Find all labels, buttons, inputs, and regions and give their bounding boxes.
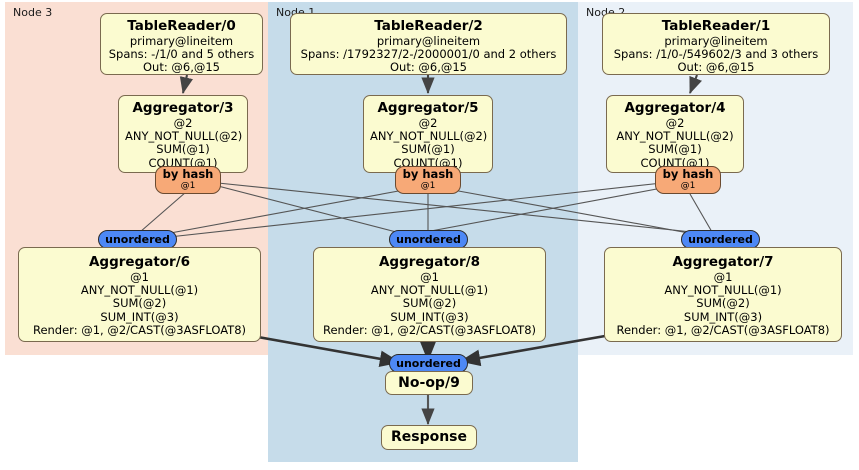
aggregator-7-title: Aggregator/7 bbox=[672, 254, 774, 270]
edge-byhash0-unordered2 bbox=[217, 182, 693, 233]
aggregator-4-group: @2 bbox=[665, 116, 685, 130]
aggregator-6-agg-0: ANY_NOT_NULL(@1) bbox=[80, 283, 199, 298]
aggregator-3-agg-2: COUNT(@1) bbox=[148, 155, 218, 170]
aggregator-7-agg-2: SUM_INT(@3) bbox=[683, 309, 763, 324]
response-node[interactable]: Response bbox=[381, 425, 477, 450]
aggregator-6-agg-1: SUM(@2) bbox=[112, 296, 167, 311]
aggregator-3[interactable]: Aggregator/3 @2 ANY_NOT_NULL(@2) SUM(@1)… bbox=[118, 95, 248, 173]
by-hash-right-label: by hash bbox=[662, 167, 714, 181]
aggregator-7-agg-0: ANY_NOT_NULL(@1) bbox=[664, 283, 782, 298]
aggregator-8-agg-1: SUM(@2) bbox=[402, 296, 457, 311]
aggregator-8-agg-2: SUM_INT(@3) bbox=[390, 309, 469, 324]
edge-byhash1-unordered2 bbox=[452, 189, 695, 235]
aggregator-8[interactable]: Aggregator/8 @1 ANY_NOT_NULL(@1) SUM(@2)… bbox=[313, 247, 546, 342]
aggregator-8-render: Render: @1, @2/CAST(@3ASFLOAT8) bbox=[322, 322, 537, 337]
edge-agg7-final bbox=[459, 330, 629, 367]
edge-byhash2-unordered1 bbox=[403, 187, 663, 237]
by-hash-left-column: @1 bbox=[180, 181, 196, 191]
aggregator-8-title: Aggregator/8 bbox=[378, 254, 481, 270]
aggregator-7-agg-1: SUM(@2) bbox=[696, 296, 750, 311]
aggregator-5-title: Aggregator/5 bbox=[377, 100, 479, 116]
table-reader-2-title: TableReader/2 bbox=[374, 18, 483, 34]
table-reader-2[interactable]: TableReader/2 primary@lineitem Spans: /1… bbox=[290, 13, 567, 75]
unordered-pill-final-label: unordered bbox=[396, 357, 461, 370]
aggregator-7[interactable]: Aggregator/7 @1 ANY_NOT_NULL(@1) SUM(@2)… bbox=[604, 247, 842, 342]
table-reader-2-table: primary@lineitem bbox=[376, 34, 481, 48]
aggregator-8-agg-0: ANY_NOT_NULL(@1) bbox=[370, 283, 489, 298]
edge-byhash0-unordered1 bbox=[217, 185, 401, 234]
aggregator-6-group: @1 bbox=[130, 270, 149, 284]
edge-byhash1-unordered0 bbox=[164, 189, 405, 235]
by-hash-node-left[interactable]: by hash @1 bbox=[155, 166, 221, 194]
aggregator-7-group: @1 bbox=[713, 270, 733, 284]
table-reader-0-out: Out: @6,@15 bbox=[143, 60, 220, 75]
unordered-pill-center[interactable]: unordered bbox=[389, 230, 468, 249]
aggregator-3-title: Aggregator/3 bbox=[132, 100, 234, 116]
aggregator-5[interactable]: Aggregator/5 @2 ANY_NOT_NULL(@2) SUM(@1)… bbox=[363, 95, 493, 173]
aggregator-5-agg-1: SUM(@1) bbox=[401, 142, 455, 157]
by-hash-center-label: by hash bbox=[402, 167, 454, 181]
node-panel-label-node3: Node 3 bbox=[13, 6, 53, 19]
aggregator-4[interactable]: Aggregator/4 @2 ANY_NOT_NULL(@2) SUM(@1)… bbox=[606, 95, 744, 173]
aggregator-3-agg-0: ANY_NOT_NULL(@2) bbox=[125, 129, 243, 144]
table-reader-1-table: primary@lineitem bbox=[664, 34, 768, 48]
aggregator-4-agg-2: COUNT(@1) bbox=[640, 155, 710, 170]
aggregator-6-agg-2: SUM_INT(@3) bbox=[100, 309, 179, 324]
by-hash-left-label: by hash bbox=[162, 167, 214, 181]
aggregator-3-agg-1: SUM(@1) bbox=[156, 142, 210, 157]
aggregator-4-agg-0: ANY_NOT_NULL(@2) bbox=[616, 129, 734, 144]
edge-byhash0-unordered0 bbox=[139, 191, 187, 233]
table-reader-1[interactable]: TableReader/1 primary@lineitem Spans: /1… bbox=[602, 13, 830, 75]
aggregator-5-group: @2 bbox=[418, 116, 438, 130]
unordered-pill-final[interactable]: unordered bbox=[389, 354, 468, 373]
table-reader-1-spans: Spans: /1/0-/549602/3 and 3 others bbox=[613, 47, 819, 62]
by-hash-node-center[interactable]: by hash @1 bbox=[395, 166, 461, 194]
by-hash-right-column: @1 bbox=[680, 181, 696, 191]
aggregator-6-title: Aggregator/6 bbox=[88, 254, 191, 270]
table-reader-2-spans: Spans: /1792327/2-/2000001/0 and 2 other… bbox=[300, 47, 557, 62]
aggregator-5-agg-0: ANY_NOT_NULL(@2) bbox=[370, 129, 488, 144]
table-reader-1-title: TableReader/1 bbox=[661, 18, 771, 34]
table-reader-0-title: TableReader/0 bbox=[127, 18, 236, 34]
aggregator-8-group: @1 bbox=[420, 270, 439, 284]
unordered-pill-right-label: unordered bbox=[688, 233, 753, 246]
table-reader-0[interactable]: TableReader/0 primary@lineitem Spans: -/… bbox=[100, 13, 263, 75]
unordered-pill-right[interactable]: unordered bbox=[681, 230, 760, 249]
edge-byhash2-unordered2 bbox=[689, 193, 713, 233]
noop-node[interactable]: No-op/9 bbox=[385, 371, 473, 395]
table-reader-1-out: Out: @6,@15 bbox=[677, 60, 755, 75]
table-reader-0-table: primary@lineitem bbox=[129, 34, 234, 48]
aggregator-4-agg-1: SUM(@1) bbox=[648, 142, 702, 157]
edge-byhash2-unordered0 bbox=[159, 182, 663, 239]
aggregator-4-title: Aggregator/4 bbox=[624, 100, 726, 116]
aggregator-7-render: Render: @1, @2/CAST(@3ASFLOAT8) bbox=[616, 322, 830, 337]
response-node-label: Response bbox=[390, 429, 468, 445]
edge-reader1-agg4 bbox=[689, 74, 702, 94]
table-reader-2-out: Out: @6,@15 bbox=[390, 60, 467, 75]
by-hash-center-column: @1 bbox=[420, 181, 436, 191]
by-hash-node-right[interactable]: by hash @1 bbox=[655, 166, 721, 194]
aggregator-5-agg-2: COUNT(@1) bbox=[393, 155, 463, 170]
aggregator-6[interactable]: Aggregator/6 @1 ANY_NOT_NULL(@1) SUM(@2)… bbox=[18, 247, 261, 342]
aggregator-3-group: @2 bbox=[173, 116, 193, 130]
unordered-pill-center-label: unordered bbox=[396, 233, 461, 246]
unordered-pill-left-label: unordered bbox=[105, 233, 170, 246]
aggregator-6-render: Render: @1, @2/CAST(@3ASFLOAT8) bbox=[32, 322, 247, 337]
edge-reader0-agg3 bbox=[179, 74, 193, 95]
noop-node-label: No-op/9 bbox=[398, 375, 460, 391]
table-reader-0-spans: Spans: -/1/0 and 5 others bbox=[108, 47, 255, 62]
